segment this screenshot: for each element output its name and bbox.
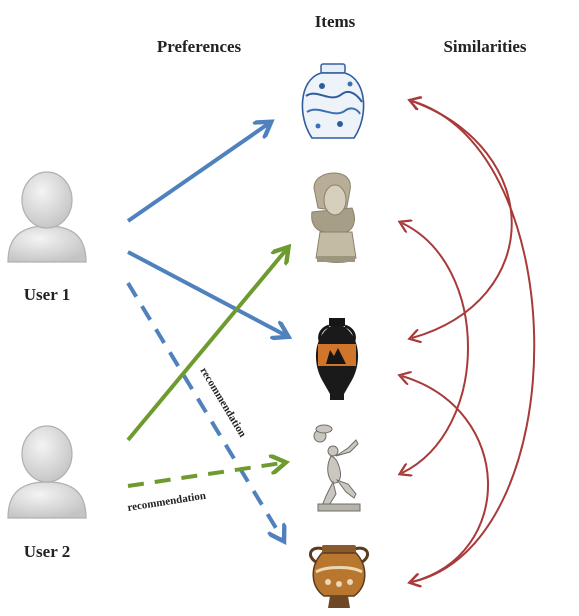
- discus-thrower-statue-icon: [313, 424, 361, 512]
- user1-pref-item3-arrow: [127, 250, 285, 335]
- ornate-urn-icon: [308, 545, 370, 608]
- user2-avatar-icon: [7, 425, 87, 519]
- egyptian-bust-icon: [311, 172, 357, 263]
- porcelain-vase-icon: [301, 63, 365, 139]
- header-preferences: Preferences: [157, 37, 242, 56]
- header-similarities: Similarities: [443, 37, 526, 56]
- similarity-arc-1-5: [412, 101, 536, 582]
- user1-pref-item1-arrow: [126, 124, 268, 223]
- similarity-arc-3-5: [402, 376, 489, 582]
- similarity-arc-1-3: [412, 101, 513, 338]
- user2-pref-item2-arrow: [126, 250, 286, 442]
- recommendation-label-user1: recommendation: [197, 365, 248, 439]
- header-items: Items: [315, 12, 356, 31]
- recommendation-label-user2: recommendation: [127, 490, 207, 514]
- greek-amphora-icon: [315, 318, 359, 400]
- user2-label: User 2: [24, 542, 70, 561]
- user1-label: User 1: [24, 285, 70, 304]
- user2-rec-item4-arrow: [127, 463, 282, 488]
- user1-rec-item5-arrow: [126, 281, 282, 538]
- similarity-arc-2-4: [402, 223, 469, 473]
- similarity-arcs: [402, 101, 536, 582]
- user1-avatar-icon: [7, 171, 87, 263]
